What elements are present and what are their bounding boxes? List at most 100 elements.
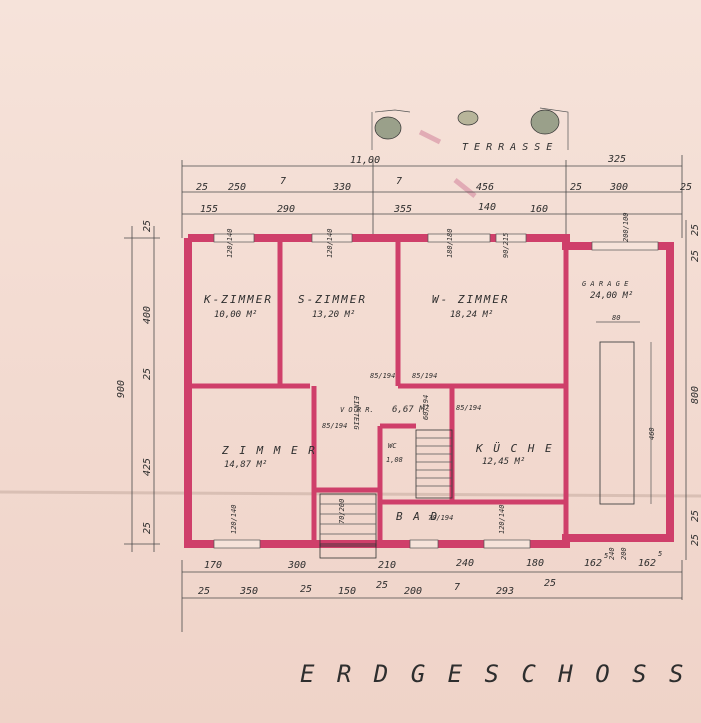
dim-bottom-row1: 170 300 210 240 180 162 5 240 200 162 5 — [204, 547, 662, 571]
svg-text:900: 900 — [116, 380, 127, 398]
svg-text:70/194: 70/194 — [428, 514, 453, 522]
area-vorr: 6,67 M² — [392, 405, 430, 415]
dimensions-left: 25 400 25 900 425 25 — [116, 220, 160, 552]
svg-text:25: 25 — [690, 534, 701, 546]
opening-marks: 120/140 120/140 180/180 90/215 200/100 1… — [226, 212, 630, 534]
room-zimmer: Z I M M E R — [221, 444, 317, 457]
room-labels: K-ZIMMER 10,00 M² S-ZIMMER 13,20 M² W- Z… — [203, 280, 633, 523]
svg-text:25: 25 — [544, 578, 556, 589]
area-w-zimmer: 18,24 M² — [450, 310, 493, 320]
dimensions-top — [181, 155, 683, 238]
svg-text:25: 25 — [196, 182, 208, 193]
svg-text:170: 170 — [204, 560, 222, 571]
svg-text:180/180: 180/180 — [446, 228, 454, 258]
staircase — [319, 429, 453, 559]
svg-text:162: 162 — [638, 558, 656, 569]
svg-text:200: 200 — [404, 586, 422, 597]
area-s-zimmer: 13,20 M² — [312, 310, 355, 320]
dim-top-row2: 25 250 7 330 7 456 25 300 25 — [196, 176, 692, 193]
svg-text:7: 7 — [396, 176, 402, 187]
svg-text:160: 160 — [530, 204, 548, 215]
garage-width-label: 80 — [612, 314, 620, 322]
svg-text:210: 210 — [378, 560, 396, 571]
svg-text:70/200: 70/200 — [338, 499, 346, 524]
garage-car-outline — [596, 321, 652, 505]
terrace-planters — [371, 107, 569, 198]
svg-text:85/194: 85/194 — [322, 422, 347, 430]
svg-text:155: 155 — [200, 204, 218, 215]
room-vorr: V O R R. — [340, 406, 374, 414]
svg-text:425: 425 — [142, 458, 153, 476]
svg-text:7: 7 — [280, 176, 286, 187]
svg-text:60/194: 60/194 — [422, 395, 430, 420]
svg-text:25: 25 — [680, 182, 692, 193]
svg-text:5: 5 — [658, 550, 662, 558]
svg-text:25: 25 — [376, 580, 388, 591]
room-bad: B A D — [396, 510, 439, 523]
room-s-zimmer: S-ZIMMER — [298, 293, 367, 306]
room-k-zimmer: K-ZIMMER — [203, 293, 273, 306]
svg-text:85/194: 85/194 — [370, 372, 395, 380]
room-garage: G A R A G E — [582, 280, 629, 288]
svg-text:25: 25 — [690, 224, 701, 236]
svg-text:400: 400 — [142, 306, 153, 324]
area-wc: 1,08 — [386, 456, 403, 464]
plan-title: E R D G E S C H O S S — [300, 660, 687, 688]
dim-top-total: 11,00 — [350, 155, 380, 166]
dim-bottom-row2: 25 350 25 150 25 200 7 293 25 — [198, 578, 556, 597]
svg-text:456: 456 — [476, 182, 494, 193]
svg-text:350: 350 — [239, 586, 258, 597]
svg-text:330: 330 — [332, 182, 351, 193]
svg-text:180: 180 — [526, 558, 544, 569]
svg-text:5: 5 — [604, 552, 608, 560]
svg-text:120/140: 120/140 — [498, 504, 506, 534]
room-kueche: K Ü C H E — [475, 442, 554, 455]
svg-text:25: 25 — [690, 250, 701, 262]
svg-text:25: 25 — [690, 510, 701, 522]
svg-text:90/215: 90/215 — [502, 233, 510, 258]
svg-text:200: 200 — [620, 547, 628, 560]
svg-text:25: 25 — [142, 220, 153, 232]
garage-length-label: 460 — [648, 427, 656, 440]
svg-text:200/100: 200/100 — [622, 212, 630, 242]
area-zimmer: 14,87 M² — [224, 460, 267, 470]
svg-text:240: 240 — [608, 547, 616, 560]
dimensions-right: 25 25 800 25 25 — [685, 220, 701, 560]
svg-text:120/140: 120/140 — [326, 228, 334, 258]
svg-text:120/140: 120/140 — [226, 228, 234, 258]
svg-text:290: 290 — [277, 204, 295, 215]
svg-text:25: 25 — [142, 368, 153, 380]
svg-text:800: 800 — [690, 386, 701, 404]
walls — [184, 234, 674, 548]
svg-text:293: 293 — [496, 586, 514, 597]
windows — [213, 233, 659, 549]
room-w-zimmer: W- ZIMMER — [432, 293, 510, 306]
svg-text:150: 150 — [338, 586, 356, 597]
svg-text:85/194: 85/194 — [456, 404, 481, 412]
svg-text:25: 25 — [570, 182, 582, 193]
svg-text:162: 162 — [584, 558, 602, 569]
dim-top-row3: 155 290 355 140 160 — [200, 202, 548, 215]
svg-text:25: 25 — [142, 522, 153, 534]
dim-top-garage: 325 — [607, 154, 626, 165]
dimensions-bottom — [181, 560, 683, 632]
svg-text:25: 25 — [300, 584, 312, 595]
terrace-label: T E R R A S S E — [462, 142, 552, 153]
svg-text:140: 140 — [478, 202, 496, 213]
area-k-zimmer: 10,00 M² — [214, 310, 257, 320]
area-garage: 24,00 M² — [590, 291, 633, 301]
svg-text:25: 25 — [198, 586, 210, 597]
area-kueche: 12,45 M² — [482, 457, 525, 467]
svg-text:240: 240 — [456, 558, 474, 569]
svg-text:300: 300 — [287, 560, 306, 571]
svg-text:250: 250 — [228, 182, 246, 193]
room-wc: WC — [388, 442, 397, 450]
svg-text:7: 7 — [454, 582, 460, 593]
stair-label: EINSTEIG — [352, 396, 360, 431]
svg-text:85/194: 85/194 — [412, 372, 437, 380]
svg-text:300: 300 — [609, 182, 628, 193]
svg-text:120/140: 120/140 — [230, 504, 238, 534]
svg-text:355: 355 — [393, 204, 412, 215]
